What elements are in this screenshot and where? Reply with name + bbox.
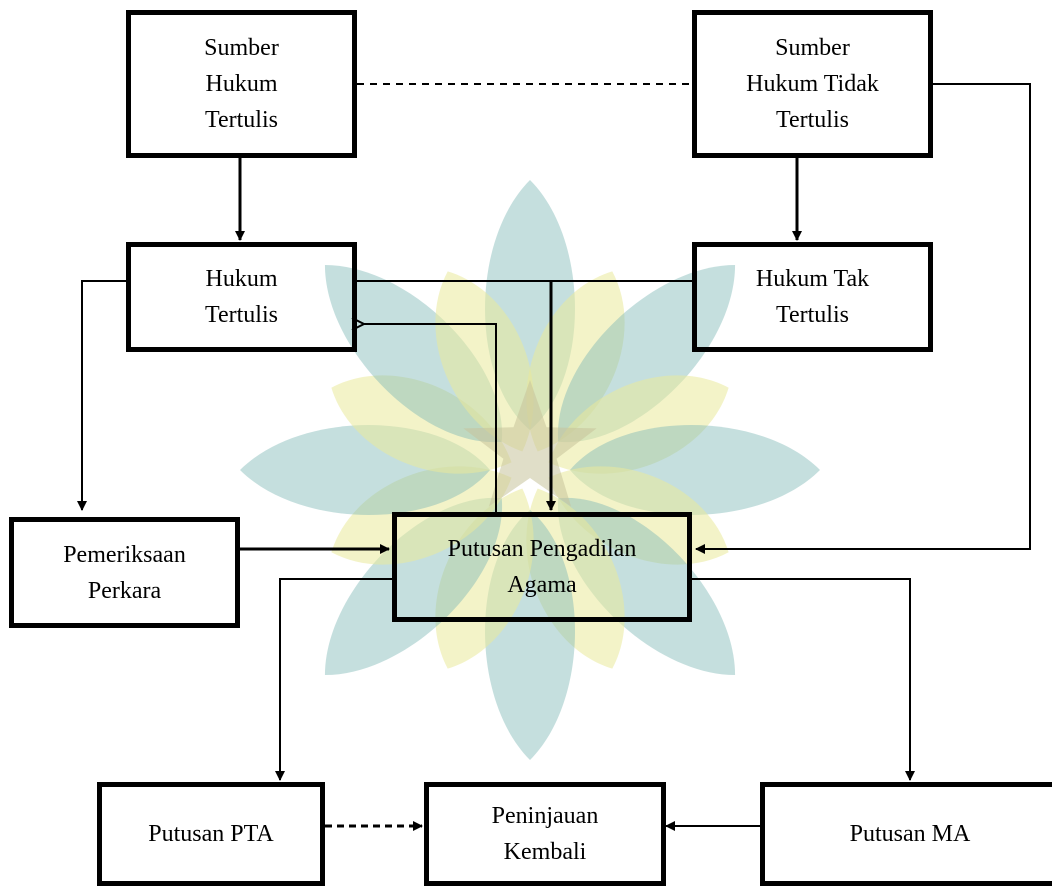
- node-label: Putusan PTA: [148, 821, 274, 847]
- node-label: Putusan MA: [849, 821, 971, 847]
- node-label: Sumber Hukum Tidak Tertulis: [746, 35, 879, 133]
- edge-putusan-pa-to-putusan-pta: [275, 578, 392, 781]
- node-peninjauan-kembali: Peninjauan Kembali: [424, 782, 666, 886]
- node-putusan-pengadilan-agama: Putusan Pengadilan Agama: [392, 512, 692, 622]
- node-label: Putusan Pengadilan Agama: [447, 536, 637, 598]
- node-hukum-tak-tertulis: Hukum Tak Tertulis: [692, 242, 933, 352]
- edge-hukum-tertulis-to-pemeriksaan: [77, 280, 126, 511]
- edge-putusan-pa-to-putusan-ma: [692, 578, 915, 781]
- edge-sumber-tidak-tertulis-to-putusan-pa: [695, 83, 1031, 554]
- node-putusan-pta: Putusan PTA: [97, 782, 325, 886]
- watermark-petal-inner: [526, 488, 625, 669]
- node-label: Hukum Tertulis: [205, 266, 278, 328]
- node-pemeriksaan-perkara: Pemeriksaan Perkara: [9, 517, 240, 628]
- node-label: Peninjauan Kembali: [491, 803, 599, 865]
- watermark-petal-inner: [435, 488, 534, 669]
- node-putusan-ma: Putusan MA: [760, 782, 1052, 886]
- watermark-petal-inner: [548, 375, 729, 474]
- node-label: Sumber Hukum Tertulis: [204, 35, 279, 133]
- node-label: Pemeriksaan Perkara: [63, 541, 186, 604]
- node-hukum-tertulis: Hukum Tertulis: [126, 242, 357, 352]
- watermark-petal-inner: [435, 271, 534, 452]
- node-sumber-hukum-tidak-tertulis: Sumber Hukum Tidak Tertulis: [692, 10, 933, 158]
- edge-putusan-pa-to-hukum-tertulis: [364, 324, 497, 512]
- watermark-petal-inner: [331, 375, 512, 474]
- node-sumber-hukum-tertulis: Sumber Hukum Tertulis: [126, 10, 357, 158]
- node-label: Hukum Tak Tertulis: [755, 266, 870, 328]
